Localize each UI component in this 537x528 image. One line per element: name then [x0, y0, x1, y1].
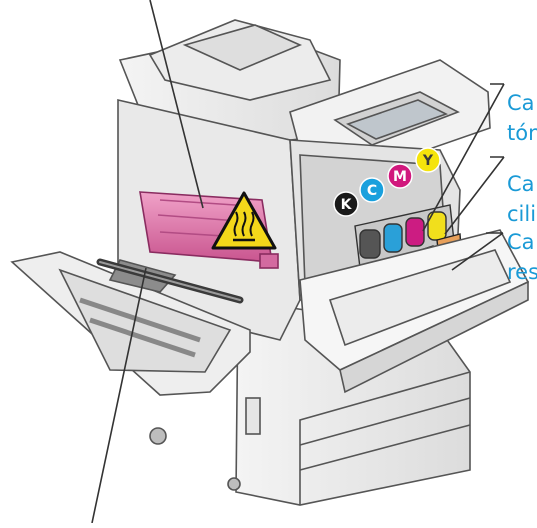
toner-badge-label: M: [393, 169, 407, 185]
toner-badge-label: K: [341, 197, 353, 213]
toner-badge-k: K: [334, 192, 358, 216]
callout-waste-line2: res: [507, 257, 537, 287]
toner-badge-label: C: [367, 183, 377, 199]
toner-badge-label: Y: [422, 153, 434, 169]
callout-toner-label: Ca tón: [507, 88, 537, 148]
callout-toner-line2: tón: [507, 118, 537, 148]
toner-badge-m: M: [388, 164, 412, 188]
callout-drum-label: Ca cili: [507, 169, 536, 229]
toner-badge-c: C: [360, 178, 384, 202]
callout-waste-line1: Ca: [507, 227, 537, 257]
callout-waste-label: Ca res: [507, 227, 537, 287]
callout-drum-line2: cili: [507, 199, 536, 229]
callout-toner-line1: Ca: [507, 88, 537, 118]
callout-drum-line1: Ca: [507, 169, 536, 199]
toner-badge-y: Y: [416, 148, 440, 172]
